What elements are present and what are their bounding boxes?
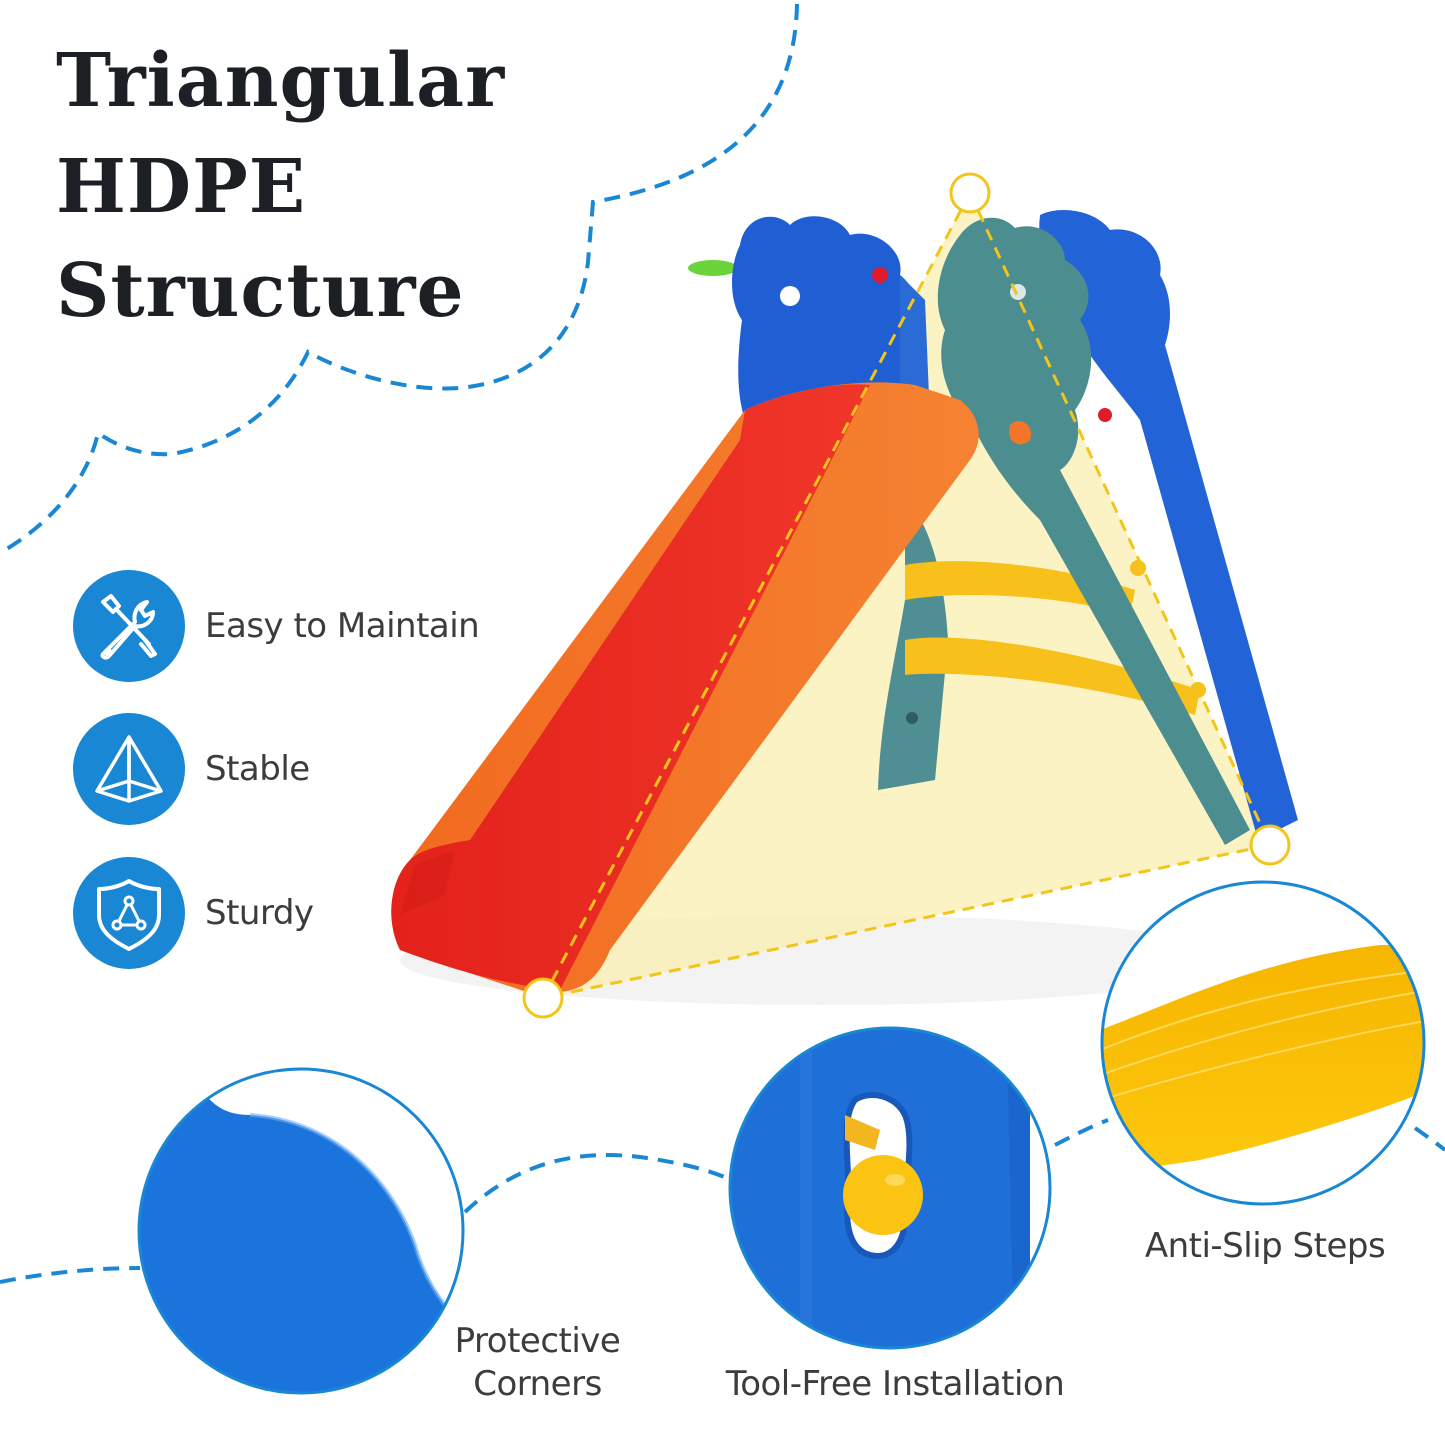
shield-triangle-icon (73, 857, 185, 969)
feature-label: Easy to Maintain (205, 606, 480, 646)
back-frame-head (688, 216, 930, 420)
connector-right (1413, 1126, 1445, 1152)
callout-anti-slip-steps: Anti-Slip Steps (1144, 1226, 1386, 1266)
slide-bed (391, 382, 979, 998)
triangle-anchor-bottom-right (1249, 824, 1291, 866)
feature-label: Stable (205, 749, 310, 789)
callout-label-line1: Protective (454, 1321, 621, 1361)
callout-image-anti-slip (1102, 882, 1424, 1204)
feature-sturdy: Sturdy (73, 857, 314, 969)
pyramid-icon (73, 713, 185, 825)
callout-label-line2: Corners (473, 1363, 602, 1404)
feature-easy-to-maintain: Easy to Maintain (73, 570, 480, 682)
headline-line-2: HDPE (56, 144, 307, 230)
headline-line-3: Structure (56, 248, 465, 334)
feature-label: Sturdy (205, 893, 314, 933)
ladder-steps (905, 561, 1200, 715)
wrench-screwdriver-icon (73, 570, 185, 682)
cloud-dashed-line (0, 3, 799, 555)
headline-line-1: Triangular (56, 38, 506, 124)
feature-stable: Stable (73, 713, 310, 825)
callout-image-tool-free (730, 1028, 1050, 1348)
callout-protective-corners: Protective Corners (430, 1320, 645, 1405)
callout-tool-free-installation: Tool-Free Installation (725, 1364, 1065, 1404)
connector-middle-left (463, 1153, 728, 1214)
callout-image-protective-corners (139, 1069, 463, 1393)
triangle-anchor-bottom-left (522, 977, 564, 1019)
triangle-anchor-top (949, 172, 991, 214)
connector-middle-right (1054, 1118, 1109, 1147)
